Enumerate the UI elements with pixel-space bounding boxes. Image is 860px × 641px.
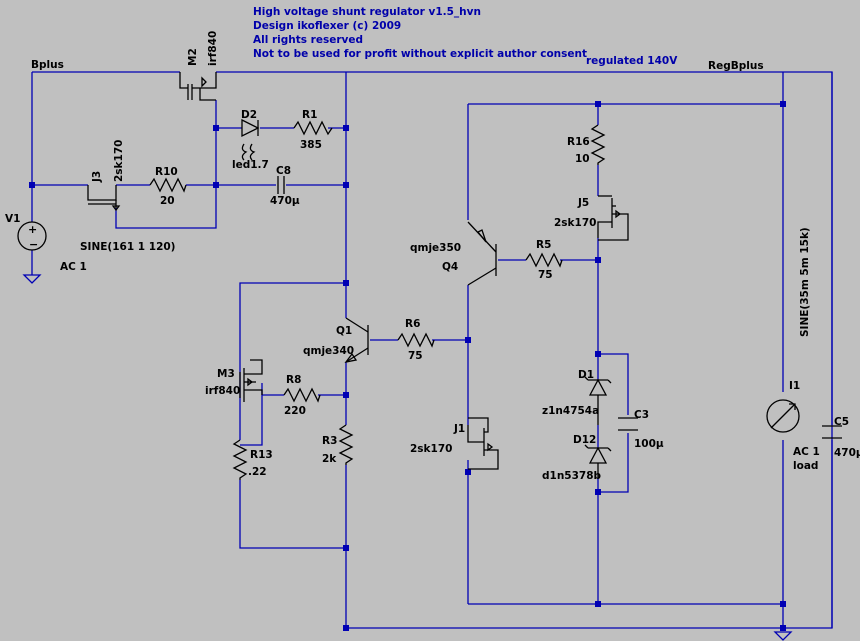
m3-mosfet: M3 irf840 xyxy=(205,359,263,402)
r16-value: 10 xyxy=(575,153,590,165)
r3-value: 2k xyxy=(322,453,337,465)
j3-jfet: J3 2sk170 xyxy=(87,140,125,212)
j5-value: 2sk170 xyxy=(554,217,596,229)
d12-name: D12 xyxy=(573,434,596,446)
d1-name: D1 xyxy=(578,369,594,381)
m3-name: M3 xyxy=(217,368,235,380)
r16-resistor: R16 10 xyxy=(567,124,606,165)
r13-name: R13 xyxy=(250,449,273,461)
r3-name: R3 xyxy=(322,435,337,447)
r10-name: R10 xyxy=(155,166,178,178)
r8-name: R8 xyxy=(286,374,301,386)
junctions xyxy=(29,101,786,631)
r5-value: 75 xyxy=(538,269,553,281)
j5-name: J5 xyxy=(577,197,589,209)
i1-type: load xyxy=(793,460,818,472)
r16-name: R16 xyxy=(567,136,590,148)
r6-resistor: R6 75 xyxy=(397,318,435,362)
d2-led: D2 led1.7 xyxy=(232,109,269,171)
rights-note: All rights reserved xyxy=(253,34,363,46)
j3-value: 2sk170 xyxy=(113,140,125,182)
r6-value: 75 xyxy=(408,350,423,362)
q4-name: Q4 xyxy=(442,261,458,273)
d1-zener: D1 z1n4754a xyxy=(542,369,612,425)
r1-value: 385 xyxy=(300,139,322,151)
title-note: High voltage shunt regulator v1.5_hvn xyxy=(253,6,481,18)
i1-name: I1 xyxy=(789,380,800,392)
q1-transistor: Q1 qmje340 xyxy=(303,317,369,363)
m2-value: irf840 xyxy=(207,31,219,66)
c3-name: C3 xyxy=(634,409,649,421)
r3-resistor: R3 2k xyxy=(322,424,354,465)
svg-text:+: + xyxy=(28,223,37,236)
regulated-note: regulated 140V xyxy=(586,55,678,67)
v1-name: V1 xyxy=(5,213,20,225)
design-note: Design ikoflexer (c) 2009 xyxy=(253,20,401,32)
q4-transistor: qmje350 Q4 xyxy=(410,221,497,286)
c3-value: 100µ xyxy=(634,438,664,450)
r8-resistor: R8 220 xyxy=(283,374,321,417)
q1-value: qmje340 xyxy=(303,345,354,357)
r10-resistor: R10 20 xyxy=(149,166,187,207)
svg-text:−: − xyxy=(29,238,38,251)
r8-value: 220 xyxy=(284,405,306,417)
d12-zener: D12 d1n5378b xyxy=(542,434,612,482)
r5-resistor: R5 75 xyxy=(525,239,563,281)
c8-value: 470µ xyxy=(270,195,300,207)
r5-name: R5 xyxy=(536,239,551,251)
i1-current-source: SINE(35m 5m 15k) I1 AC 1 load xyxy=(766,227,820,472)
v1-value: SINE(161 1 120) xyxy=(80,241,175,253)
bplus-net-label: Bplus xyxy=(31,59,64,71)
j1-value: 2sk170 xyxy=(410,443,452,455)
r13-value: .22 xyxy=(248,466,267,478)
r10-value: 20 xyxy=(160,195,175,207)
d1-value: z1n4754a xyxy=(542,405,599,417)
r6-name: R6 xyxy=(405,318,420,330)
c5-value: 470µ xyxy=(834,447,860,459)
regbplus-net-label: RegBplus xyxy=(708,60,764,72)
c5-name: C5 xyxy=(834,416,849,428)
r13-resistor: R13 .22 xyxy=(232,439,273,480)
q1-name: Q1 xyxy=(336,325,352,337)
c5-capacitor: C5 470µ xyxy=(822,416,860,459)
j1-name: J1 xyxy=(453,423,465,435)
wires xyxy=(31,71,833,629)
c3-capacitor: C3 100µ xyxy=(618,409,664,450)
j5-jfet: J5 2sk170 xyxy=(554,195,629,241)
d2-value: led1.7 xyxy=(232,159,269,171)
i1-value: SINE(35m 5m 15k) xyxy=(799,227,811,337)
c8-name: C8 xyxy=(276,165,291,177)
d2-name: D2 xyxy=(241,109,257,121)
license-note: Not to be used for profit without explic… xyxy=(253,48,587,60)
r1-resistor: R1 385 xyxy=(293,109,333,151)
m2-mosfet: M2 irf840 xyxy=(179,31,219,101)
q4-value: qmje350 xyxy=(410,242,461,254)
ground-symbol xyxy=(22,274,42,284)
v1-ac: AC 1 xyxy=(60,261,87,273)
ground-symbol-bottom xyxy=(773,631,793,641)
j1-jfet: J1 2sk170 xyxy=(410,417,499,470)
c8-capacitor: C8 470µ xyxy=(270,165,300,207)
d12-value: d1n5378b xyxy=(542,470,602,482)
m3-value: irf840 xyxy=(205,385,240,397)
v1-voltage-source: + − V1 SINE(161 1 120) AC 1 xyxy=(5,213,175,273)
i1-ac: AC 1 xyxy=(793,446,820,458)
m2-name: M2 xyxy=(187,48,199,66)
r1-name: R1 xyxy=(302,109,317,121)
j3-name: J3 xyxy=(91,171,103,183)
